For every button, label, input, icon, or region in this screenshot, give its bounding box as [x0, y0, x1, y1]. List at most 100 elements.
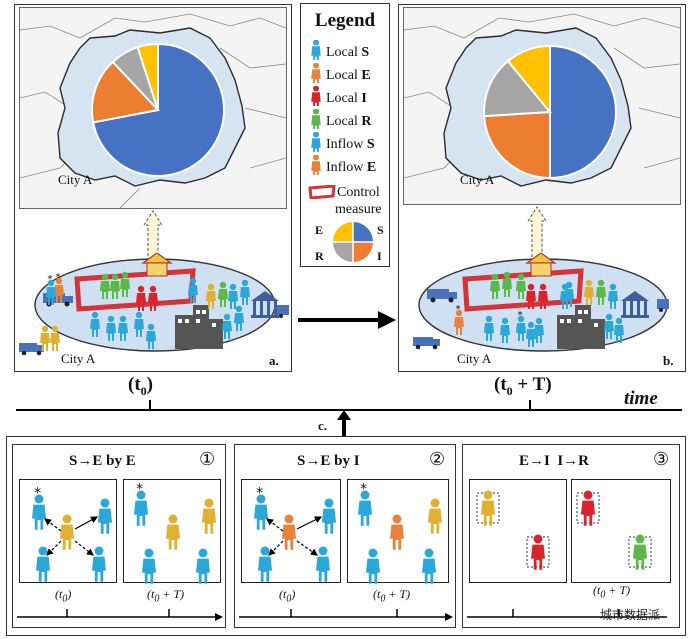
subpanel-2-t0T: (t0 + T): [373, 587, 411, 605]
person-icon: [148, 285, 158, 311]
svg-text:*: *: [518, 310, 523, 321]
subpanel-1-figures: **: [32, 482, 216, 584]
person-icon: [311, 85, 321, 110]
person-icon: [366, 548, 380, 584]
infected-person-icon: [282, 514, 296, 550]
legend-item-prefix: Local: [326, 45, 362, 60]
legend-item-prefix: Inflow: [326, 160, 367, 175]
legend-item-state: E: [361, 68, 371, 83]
control-measure-icon: [307, 184, 337, 204]
city-label-a: City A: [61, 351, 96, 366]
inflow-person-icon: *: [54, 272, 64, 303]
person-icon: *: [254, 486, 268, 530]
person-icon: [316, 546, 330, 582]
pie-slice-r: [506, 44, 551, 115]
transmission-arrow: [74, 540, 94, 556]
person-icon: [50, 325, 60, 351]
svg-text:*: *: [360, 482, 367, 498]
subpanel-2-number: ②: [429, 449, 446, 470]
legend-item-state: R: [361, 114, 372, 129]
control-label-1: Control: [337, 185, 380, 200]
legend-item-prefix: Inflow: [326, 137, 367, 152]
svg-text:*: *: [136, 482, 143, 498]
dashed-up-arrow-a: [143, 210, 163, 261]
person-icon: [258, 546, 272, 582]
person-icon: *: [311, 126, 321, 156]
person-icon: [526, 321, 536, 347]
pie-key-e: E: [315, 223, 324, 237]
subpanel-2-t0: (t0): [279, 587, 296, 605]
bank-icon-b: [621, 291, 649, 318]
person-icon: [136, 285, 146, 311]
legend-item-local-e: Local E: [309, 62, 371, 87]
subpanel-1-t0T: (t0 + T): [147, 587, 185, 605]
inflow-person-icon: *: [516, 310, 526, 341]
person-icon: [98, 498, 112, 534]
panel-a: City A ** City A a.: [14, 4, 292, 372]
truck-icon-a-3: [277, 305, 289, 318]
scene-box-1-t0: [19, 479, 117, 583]
scene-box-2-t0T: [347, 479, 449, 583]
pie-slice-i: [483, 59, 553, 118]
legend-item-local-r: Local R: [309, 108, 372, 133]
truck-icon-a-2: [19, 343, 44, 356]
subpanel-3-number: ③: [653, 449, 670, 470]
person-icon: [146, 323, 156, 349]
person-icon: [92, 546, 106, 582]
legend-item-state: I: [361, 91, 367, 106]
truck-icon-b-2: [413, 337, 440, 350]
legend-item-state: S: [361, 45, 370, 60]
legend-item-local-i: Local I: [309, 85, 367, 110]
transmission-arrow: [268, 540, 284, 556]
person-icon: [110, 273, 120, 299]
map-city-label-a: City A: [58, 172, 93, 187]
map-inset-b: City A: [403, 7, 681, 205]
truck-icon-b-3: [657, 299, 669, 312]
legend-item-state: S: [366, 137, 375, 152]
subpanel-1-t0: (t0): [55, 587, 72, 605]
house-icon-a: [141, 253, 173, 277]
subpanel-3-figures: [476, 490, 652, 570]
pie-slice-e: [483, 110, 551, 180]
dashed-box: [628, 536, 652, 568]
exposed-person-icon: [60, 514, 74, 550]
subpanel-3-t0T: (t0 + T): [593, 583, 631, 601]
city-label-b: City A: [457, 351, 492, 366]
exposed-person-icon: [166, 514, 180, 550]
infected-person-icon: [390, 514, 404, 550]
person-icon: [90, 311, 100, 337]
subpanel-3-axis: [467, 609, 667, 618]
subpanel-3: E→I I→R ③ (t0 + T): [462, 444, 680, 628]
truck-icon-b-1: [427, 289, 457, 303]
person-icon: [516, 273, 526, 299]
legend-item-inflow-s: * Inflow S: [309, 126, 375, 156]
person-icon: [422, 548, 436, 584]
local-i-person-icon: [311, 85, 321, 110]
subpanel-3-title: E→I I→R: [519, 453, 590, 469]
pie-slice-e: [91, 60, 160, 124]
person-icon: [234, 305, 244, 331]
map-a: [20, 13, 286, 208]
inflow-person-icon: *: [46, 274, 56, 305]
legend-item-prefix: Local: [326, 91, 362, 106]
pie-key-icon: [333, 222, 373, 262]
person-icon: [490, 273, 500, 299]
map-city-label-b: City A: [460, 172, 495, 187]
person-icon: [604, 313, 614, 339]
control-label-2: measure: [335, 202, 382, 217]
subpanel-2-title: S→E by I: [297, 453, 360, 469]
person-icon: *: [134, 482, 148, 526]
transmission-arrow: [296, 516, 323, 530]
transition-arrow: [298, 311, 396, 329]
scene-box-3-t0T: [571, 479, 671, 583]
svg-text:*: *: [313, 155, 318, 160]
person-icon: [502, 271, 512, 297]
person-icon: [534, 317, 544, 343]
pie-key-i: I: [377, 249, 382, 263]
panel-tag-a: a.: [269, 353, 279, 368]
pie-slice-s: [549, 44, 617, 180]
panel-tag-c: c.: [318, 418, 328, 433]
local-s-person-icon: [311, 39, 321, 64]
person-icon: [484, 315, 494, 341]
inflow-person-icon: *: [454, 304, 464, 335]
